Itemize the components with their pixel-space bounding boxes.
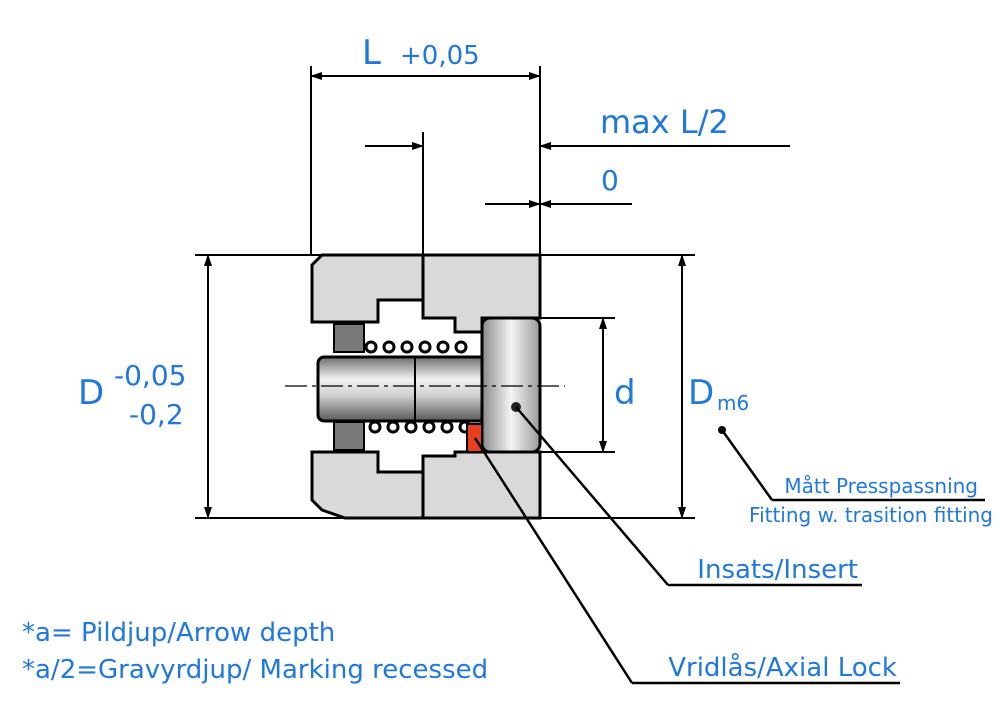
insert-callout: Insats/Insert <box>697 555 858 585</box>
housing-diameter-label: D <box>688 373 714 413</box>
outer-tol-lower: -0,2 <box>129 398 184 431</box>
housing-body <box>310 253 542 520</box>
washer-upper <box>333 323 365 353</box>
fit-callout-line2: Fitting w. trasition fitting <box>749 503 993 527</box>
axial-lock-callout: Vridlås/Axial Lock <box>668 652 897 683</box>
zero-label: 0 <box>601 164 619 197</box>
max-label: max L/2 <box>600 103 729 141</box>
axial-lock <box>466 423 483 453</box>
bore-label: d <box>614 373 636 413</box>
spring-coils <box>364 340 472 434</box>
leader-lines <box>473 406 985 685</box>
outer-diameter-label: D <box>78 373 104 413</box>
note-arrow-depth: *a= Pildjup/Arrow depth <box>22 618 335 648</box>
outer-tol-upper: -0,05 <box>114 359 186 392</box>
washer-lower <box>333 421 365 451</box>
length-tolerance: +0,05 <box>400 41 480 71</box>
length-label: L <box>362 33 381 73</box>
fit-callout-line1: Mått Presspassning <box>784 474 978 498</box>
housing-diameter-subscript: m6 <box>717 391 749 415</box>
note-marking-recessed: *a/2=Gravyrdjup/ Marking recessed <box>22 655 488 685</box>
shaft <box>316 355 488 423</box>
insert-head <box>480 316 542 454</box>
